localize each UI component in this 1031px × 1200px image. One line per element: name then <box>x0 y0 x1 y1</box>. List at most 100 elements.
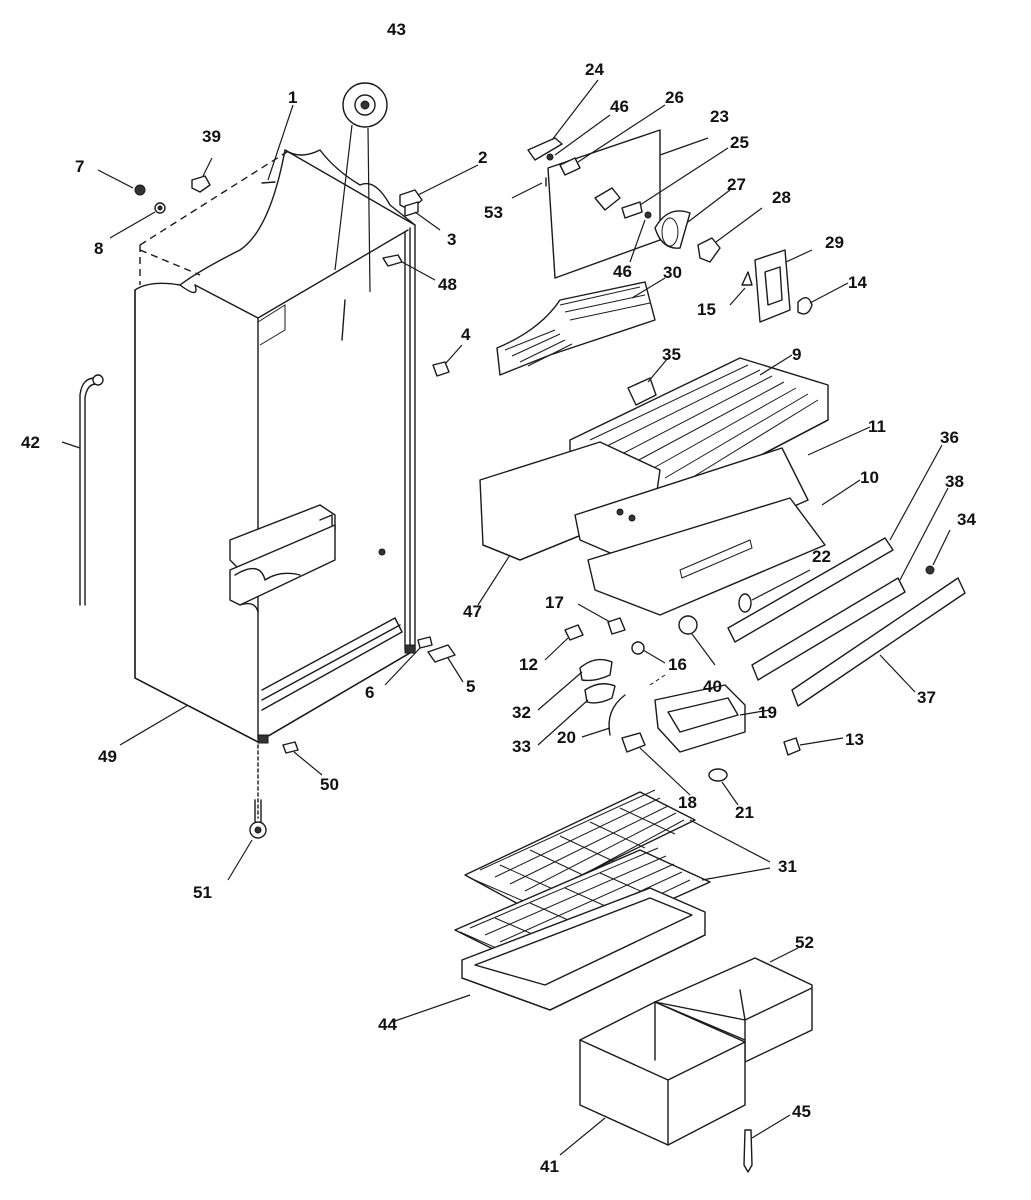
part-4-bracket <box>432 344 463 377</box>
label-30: 30 <box>663 263 682 282</box>
part-8-nut <box>109 202 166 239</box>
part-36-rail-upper <box>727 444 943 643</box>
part-27-fan-blade <box>654 189 731 249</box>
label-15: 15 <box>697 300 716 319</box>
part-44-crisper-cover <box>391 887 706 1023</box>
label-36: 36 <box>940 428 959 447</box>
part-29-control-housing <box>754 249 813 323</box>
part-2-hinge <box>399 164 479 231</box>
label-19: 19 <box>758 703 777 722</box>
label-22: 22 <box>812 547 831 566</box>
part-24-clip <box>527 79 599 161</box>
label-49: 49 <box>98 747 117 766</box>
label-37: 37 <box>917 688 936 707</box>
label-41: 41 <box>540 1157 559 1176</box>
label-5: 5 <box>466 677 475 696</box>
part-42-drain-tube <box>61 374 104 606</box>
part-53-screw <box>511 177 547 199</box>
label-28: 28 <box>772 188 791 207</box>
part-46-screw-top <box>546 114 611 161</box>
part-20-wire-harness <box>581 694 626 738</box>
label-7: 7 <box>75 157 84 176</box>
label-46a: 46 <box>610 97 629 116</box>
label-27: 27 <box>727 175 746 194</box>
part-19-light-housing <box>649 674 771 753</box>
label-9: 9 <box>792 345 801 364</box>
label-35: 35 <box>662 345 681 364</box>
part-5-bottom-hinge <box>427 644 464 683</box>
label-50: 50 <box>320 775 339 794</box>
label-8: 8 <box>94 239 103 258</box>
label-51: 51 <box>193 883 212 902</box>
label-20: 20 <box>557 728 576 747</box>
part-28-fan-motor-mount <box>697 207 763 263</box>
part-48-bulb <box>382 254 436 281</box>
part-38-rail-middle <box>751 487 949 681</box>
part-12-clip <box>544 624 584 661</box>
label-39: 39 <box>202 127 221 146</box>
part-15-knob <box>729 271 753 306</box>
part-35-latch <box>627 357 669 406</box>
part-52-crisper-drawer-right <box>654 947 813 1063</box>
label-47: 47 <box>463 602 482 621</box>
label-48: 48 <box>438 275 457 294</box>
part-40-knob <box>678 615 716 666</box>
label-29: 29 <box>825 233 844 252</box>
label-34: 34 <box>957 510 976 529</box>
label-6: 6 <box>365 683 374 702</box>
part-26-thermostat <box>559 104 666 176</box>
label-42: 42 <box>21 433 40 452</box>
label-1: 1 <box>288 88 297 107</box>
label-43: 43 <box>387 20 406 39</box>
part-43-light-socket <box>334 82 388 293</box>
leader-49 <box>119 704 189 746</box>
part-45-screw <box>743 1114 791 1173</box>
label-4: 4 <box>461 325 471 344</box>
part-7-screw <box>97 169 146 196</box>
part-30-air-deflector <box>496 277 666 376</box>
part-37-rail-lower <box>791 577 966 707</box>
label-12: 12 <box>519 655 538 674</box>
label-32: 32 <box>512 703 531 722</box>
label-17: 17 <box>545 593 564 612</box>
label-26: 26 <box>665 88 684 107</box>
label-40: 40 <box>703 677 722 696</box>
label-44: 44 <box>378 1015 397 1034</box>
part-41-crisper-drawer-left <box>559 1001 746 1156</box>
part-17-socket <box>577 603 626 635</box>
label-14: 14 <box>848 273 867 292</box>
label-3: 3 <box>447 230 456 249</box>
part-21-cap <box>708 768 739 806</box>
part-number-labels: 1 2 3 4 5 6 7 8 9 10 11 12 13 14 15 16 1… <box>21 20 976 1176</box>
label-52: 52 <box>795 933 814 952</box>
label-10: 10 <box>860 468 879 487</box>
label-2: 2 <box>478 148 487 167</box>
label-25: 25 <box>730 133 749 152</box>
part-23-evaporator-cover <box>547 129 709 279</box>
label-11: 11 <box>868 417 886 436</box>
part-22-bulb <box>738 569 811 613</box>
part-33-switch-cap <box>537 683 616 746</box>
label-31: 31 <box>778 857 797 876</box>
part-16-grommet <box>631 641 666 664</box>
part-46-screw-bottom <box>629 211 652 263</box>
label-18: 18 <box>678 793 697 812</box>
label-16: 16 <box>668 655 687 674</box>
part-18-terminal <box>621 732 691 796</box>
part-32-switch <box>537 658 613 711</box>
part-10-light-shield <box>587 479 861 616</box>
part-6-shim <box>384 636 433 686</box>
part-50-roller <box>282 741 323 776</box>
label-38: 38 <box>945 472 964 491</box>
part-1-pin <box>261 104 294 184</box>
part-34-stud <box>925 529 951 575</box>
part-13-clip <box>783 737 844 756</box>
part-31-wire-shelf-upper <box>464 789 771 906</box>
label-24: 24 <box>585 60 604 79</box>
part-14-dial <box>797 282 849 315</box>
label-45: 45 <box>792 1102 811 1121</box>
label-21: 21 <box>735 803 754 822</box>
part-25-bracket <box>621 147 729 219</box>
